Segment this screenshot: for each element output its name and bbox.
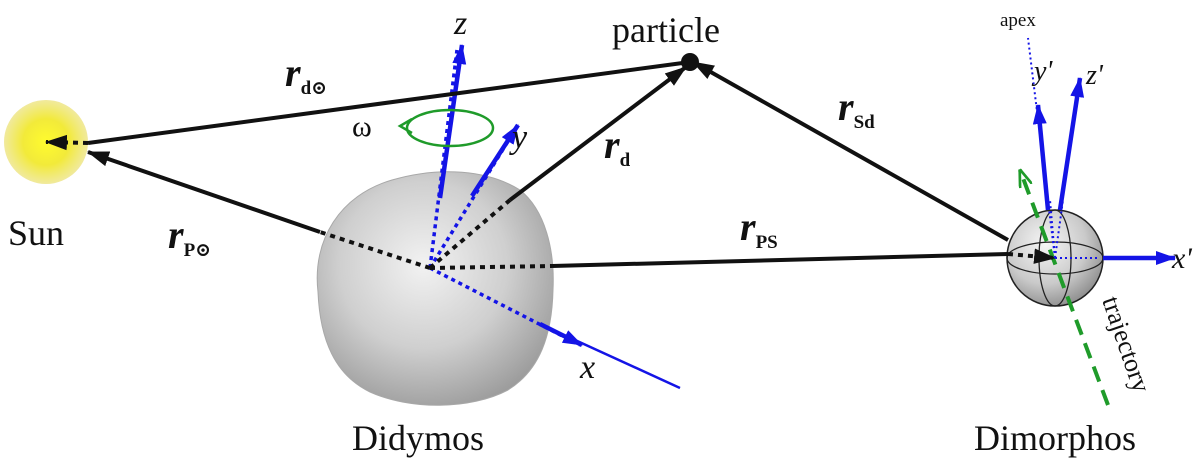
trajectory-line	[1018, 170, 1110, 406]
label-r-ps: rPS	[740, 204, 778, 253]
vector-r-dsun	[87, 60, 691, 145]
vector-r-d	[508, 65, 688, 202]
z-axis	[437, 44, 467, 199]
apex-label: apex	[1000, 10, 1036, 31]
dimorphos-label: Dimorphos	[974, 418, 1136, 458]
particle-label: particle	[612, 10, 720, 50]
rotation-loop	[397, 108, 495, 148]
vector-r-ps	[551, 252, 1009, 268]
trajectory-label: trajectory	[1096, 293, 1156, 397]
z-prime-axis	[1057, 77, 1085, 211]
particle-dot	[681, 53, 699, 71]
didymos-axes	[428, 44, 681, 390]
y-prime-axis	[1032, 104, 1051, 211]
vectors	[44, 60, 1057, 270]
z-axis-label: z	[453, 5, 467, 42]
vector-r-psun	[86, 150, 321, 234]
omega-label: ω	[352, 110, 372, 143]
y-prime-axis-label: y'	[1031, 56, 1053, 87]
z-prime-axis-label: z'	[1085, 60, 1104, 91]
didymos-label: Didymos	[352, 418, 484, 458]
y-axis-label: y	[509, 119, 528, 156]
didymos-body	[316, 171, 554, 406]
label-r-d: rd	[604, 122, 631, 171]
x-axis-label: x	[579, 349, 595, 386]
vector-r-sd	[692, 60, 1009, 242]
sun-label: Sun	[8, 213, 64, 253]
x-prime-axis-label: x'	[1171, 242, 1192, 275]
dimorphos-axes	[1027, 37, 1176, 265]
label-r-psun: rP⊙	[168, 212, 211, 261]
y-axis	[470, 123, 520, 198]
label-r-dsun: rd⊙	[285, 50, 327, 99]
label-r-sd: rSd	[838, 84, 875, 133]
